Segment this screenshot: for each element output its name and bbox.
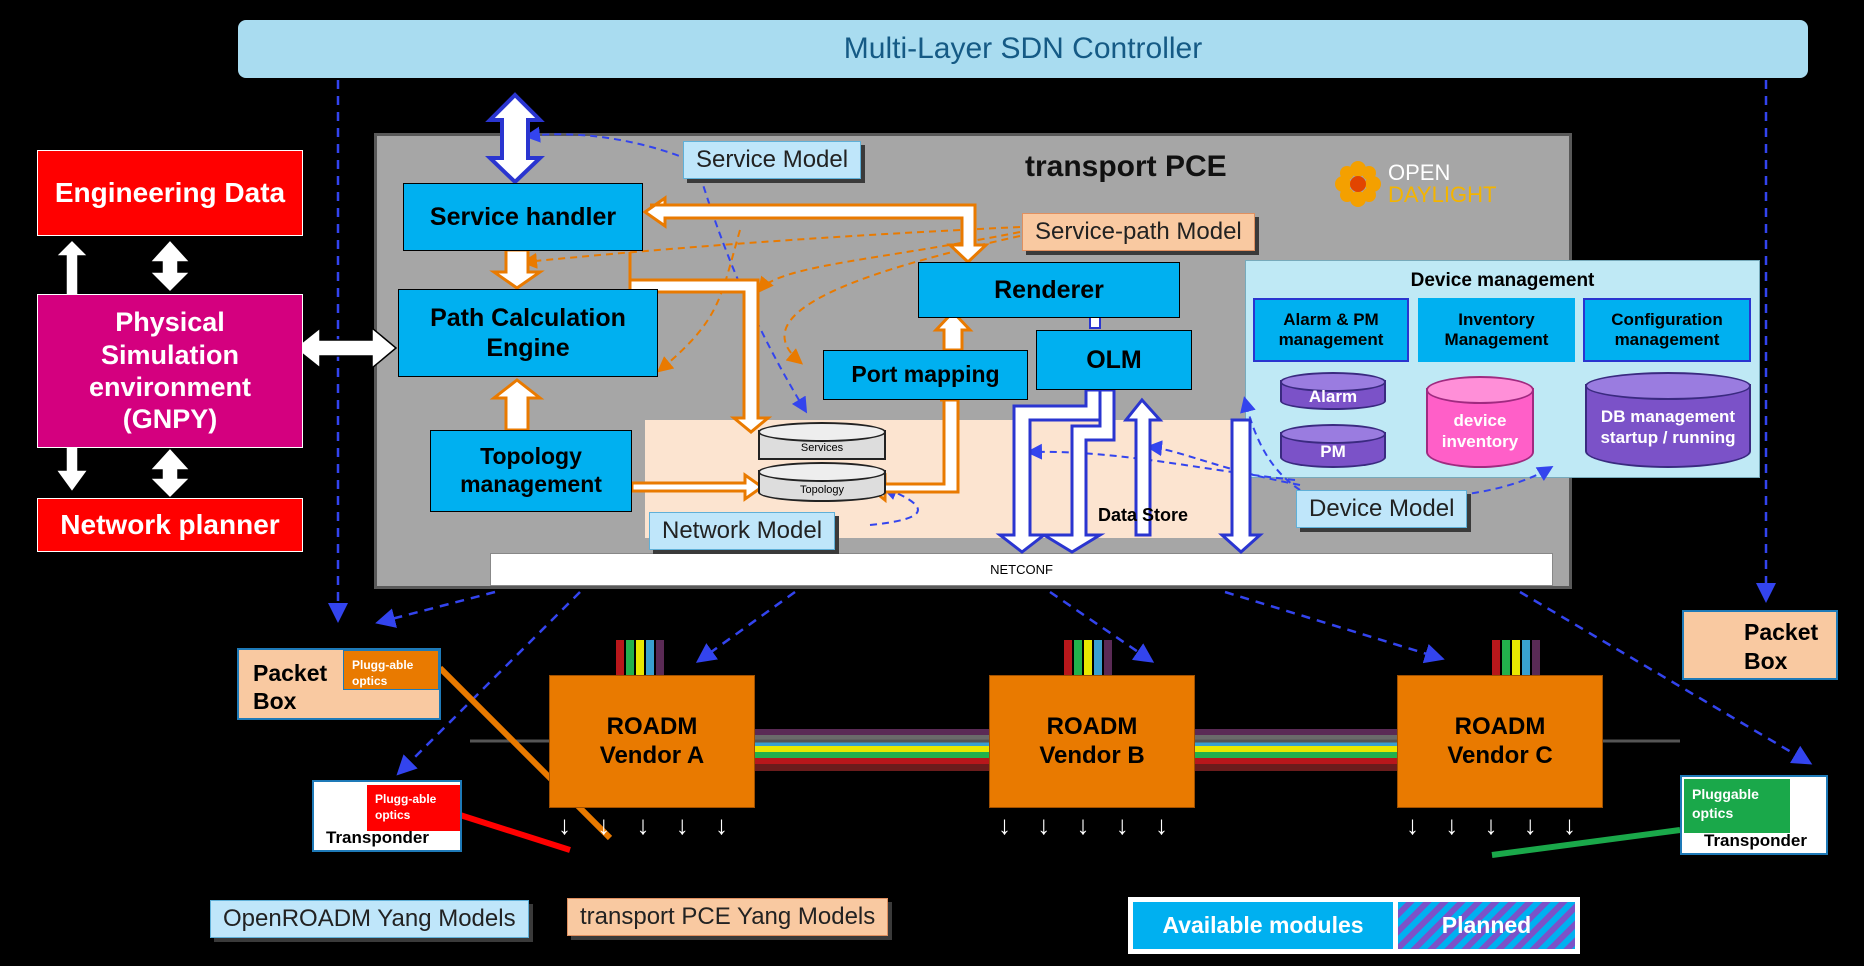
alarm-label: Alarm [1308,387,1358,406]
roadm-c-drop-ports: ↓↓↓↓↓ [1406,810,1576,840]
pm-label: PM [1320,442,1346,461]
renderer-box: Renderer [918,262,1180,318]
controller-title: Multi-Layer SDN Controller [843,32,1203,65]
db-management-database: DB management startup / running [1585,372,1751,468]
alarm-pm-management-box: Alarm & PM management [1253,298,1409,362]
orange-flow-arrows [489,195,990,504]
pluggable-optics-transponder-right-label: Pluggable optics [1692,786,1759,821]
roadm-vendor-b-label: ROADM Vendor B [1039,712,1145,769]
control-dashed-arrows [328,80,1813,776]
service-handler-box: Service handler [403,183,643,251]
topology-label: Topology [799,484,845,496]
device-inventory-label: device inventory [1441,411,1519,452]
transport-pce-yang-legend: transport PCE Yang Models [567,898,889,936]
pluggable-optics-transponder-right: Pluggable optics [1684,779,1790,833]
netconf-label: NETCONF [990,562,1053,577]
roadm-vendor-a: ROADM Vendor A [549,675,755,808]
network-model-tag: Network Model [649,512,836,550]
transponder-link-a [459,812,571,853]
roadm-a-fibers [616,640,664,675]
roadm-vendor-a-label: ROADM Vendor A [599,712,705,769]
pluggable-optics-transponder-left-label: Plugg-able optics [375,792,437,823]
configuration-management-box: Configuration management [1583,298,1751,362]
renderer-label: Renderer [994,276,1104,304]
pluggable-optics-left-label: Plugg-able optics [352,658,414,689]
service-path-model-tag: Service-path Model [1022,213,1255,251]
pm-database: PM [1280,424,1386,468]
roadm-vendor-c: ROADM Vendor C [1397,675,1603,808]
engineering-data-box: Engineering Data [37,150,303,236]
network-planner-label: Network planner [60,509,280,541]
path-calculation-engine-box: Path Calculation Engine [398,289,658,377]
roadm-b-fibers [1064,640,1112,675]
northbound-api-arrow [485,92,545,185]
pluggable-optics-left: Plugg-able optics [343,650,439,690]
logo-line1: OPEN [1388,160,1451,185]
inventory-management-box: Inventory Management [1418,298,1575,362]
fiber-bundle-bc [1195,729,1400,771]
alarm-database: Alarm [1280,372,1386,410]
packet-box-right: Packet Box [1682,610,1838,680]
device-management-title: Device management [1410,270,1595,291]
path-calculation-engine-label: Path Calculation Engine [430,304,626,362]
roadm-c-fibers [1492,640,1540,675]
roadm-a-drop-ports: ↓↓↓↓↓ [558,810,728,840]
physical-simulation-label: Physical Simulation environment (GNPY) [88,307,252,435]
db-management-label: DB management startup / running [1600,407,1736,448]
service-model-tag: Service Model [683,141,862,179]
data-store-label: Data Store [1098,505,1189,525]
topology-management-box: Topology management [430,430,632,512]
olm-label: OLM [1086,346,1142,374]
model-dashed-arrows [524,126,1554,526]
services-label: Services [800,442,844,454]
transponder-right-label: Transponder [1704,831,1807,850]
physical-simulation-box: Physical Simulation environment (GNPY) [37,294,303,448]
transponder-left: Plugg-able optics Transponder [312,780,462,852]
port-mapping-box: Port mapping [823,350,1028,400]
roadm-vendor-c-label: ROADM Vendor C [1447,712,1553,769]
controller-banner: Multi-Layer SDN Controller [238,20,1808,78]
openroadm-yang-legend: OpenROADM Yang Models [210,900,529,938]
inventory-management-label: Inventory Management [1444,309,1549,349]
packet-box-link [437,665,613,841]
status-legend: Available modules Planned [1128,897,1580,954]
device-model-tag: Device Model [1296,490,1468,528]
olm-box: OLM [1036,330,1192,390]
opendaylight-logo: OPEN DAYLIGHT [1332,158,1496,210]
port-mapping-label: Port mapping [851,361,1000,388]
packet-box-left: Packet Box Plugg-able optics [237,648,441,720]
transponder-link-c [1491,827,1681,858]
transponder-left-label: Transponder [326,828,429,847]
network-planner-box: Network planner [37,498,303,552]
available-modules-label: Available modules [1162,911,1364,938]
planned-legend: Planned [1398,902,1575,949]
roadm-vendor-b: ROADM Vendor B [989,675,1195,808]
planned-label: Planned [1441,911,1532,938]
service-handler-label: Service handler [429,203,617,231]
engineering-data-label: Engineering Data [54,177,286,209]
transponder-right: Pluggable optics Transponder [1680,775,1828,855]
roadm-b-drop-ports: ↓↓↓↓↓ [998,810,1168,840]
topology-database: Topology [758,462,886,508]
device-inventory-database: device inventory [1426,376,1534,468]
blue-flow-arrows [995,388,1264,555]
fiber-bundle-ab [755,729,990,771]
available-modules-legend: Available modules [1133,902,1393,949]
pluggable-optics-transponder-left: Plugg-able optics [367,785,460,831]
alarm-pm-management-label: Alarm & PM management [1278,309,1384,349]
packet-box-left-label: Packet Box [253,660,328,714]
logo-line2: DAYLIGHT [1388,182,1497,207]
packet-box-right-label: Packet Box [1744,619,1819,674]
opendaylight-flower-icon [1335,161,1381,207]
services-database: Services [758,422,886,462]
topology-management-label: Topology management [460,443,602,497]
pce-title: transport PCE [1025,150,1227,183]
configuration-management-label: Configuration management [1611,309,1723,349]
